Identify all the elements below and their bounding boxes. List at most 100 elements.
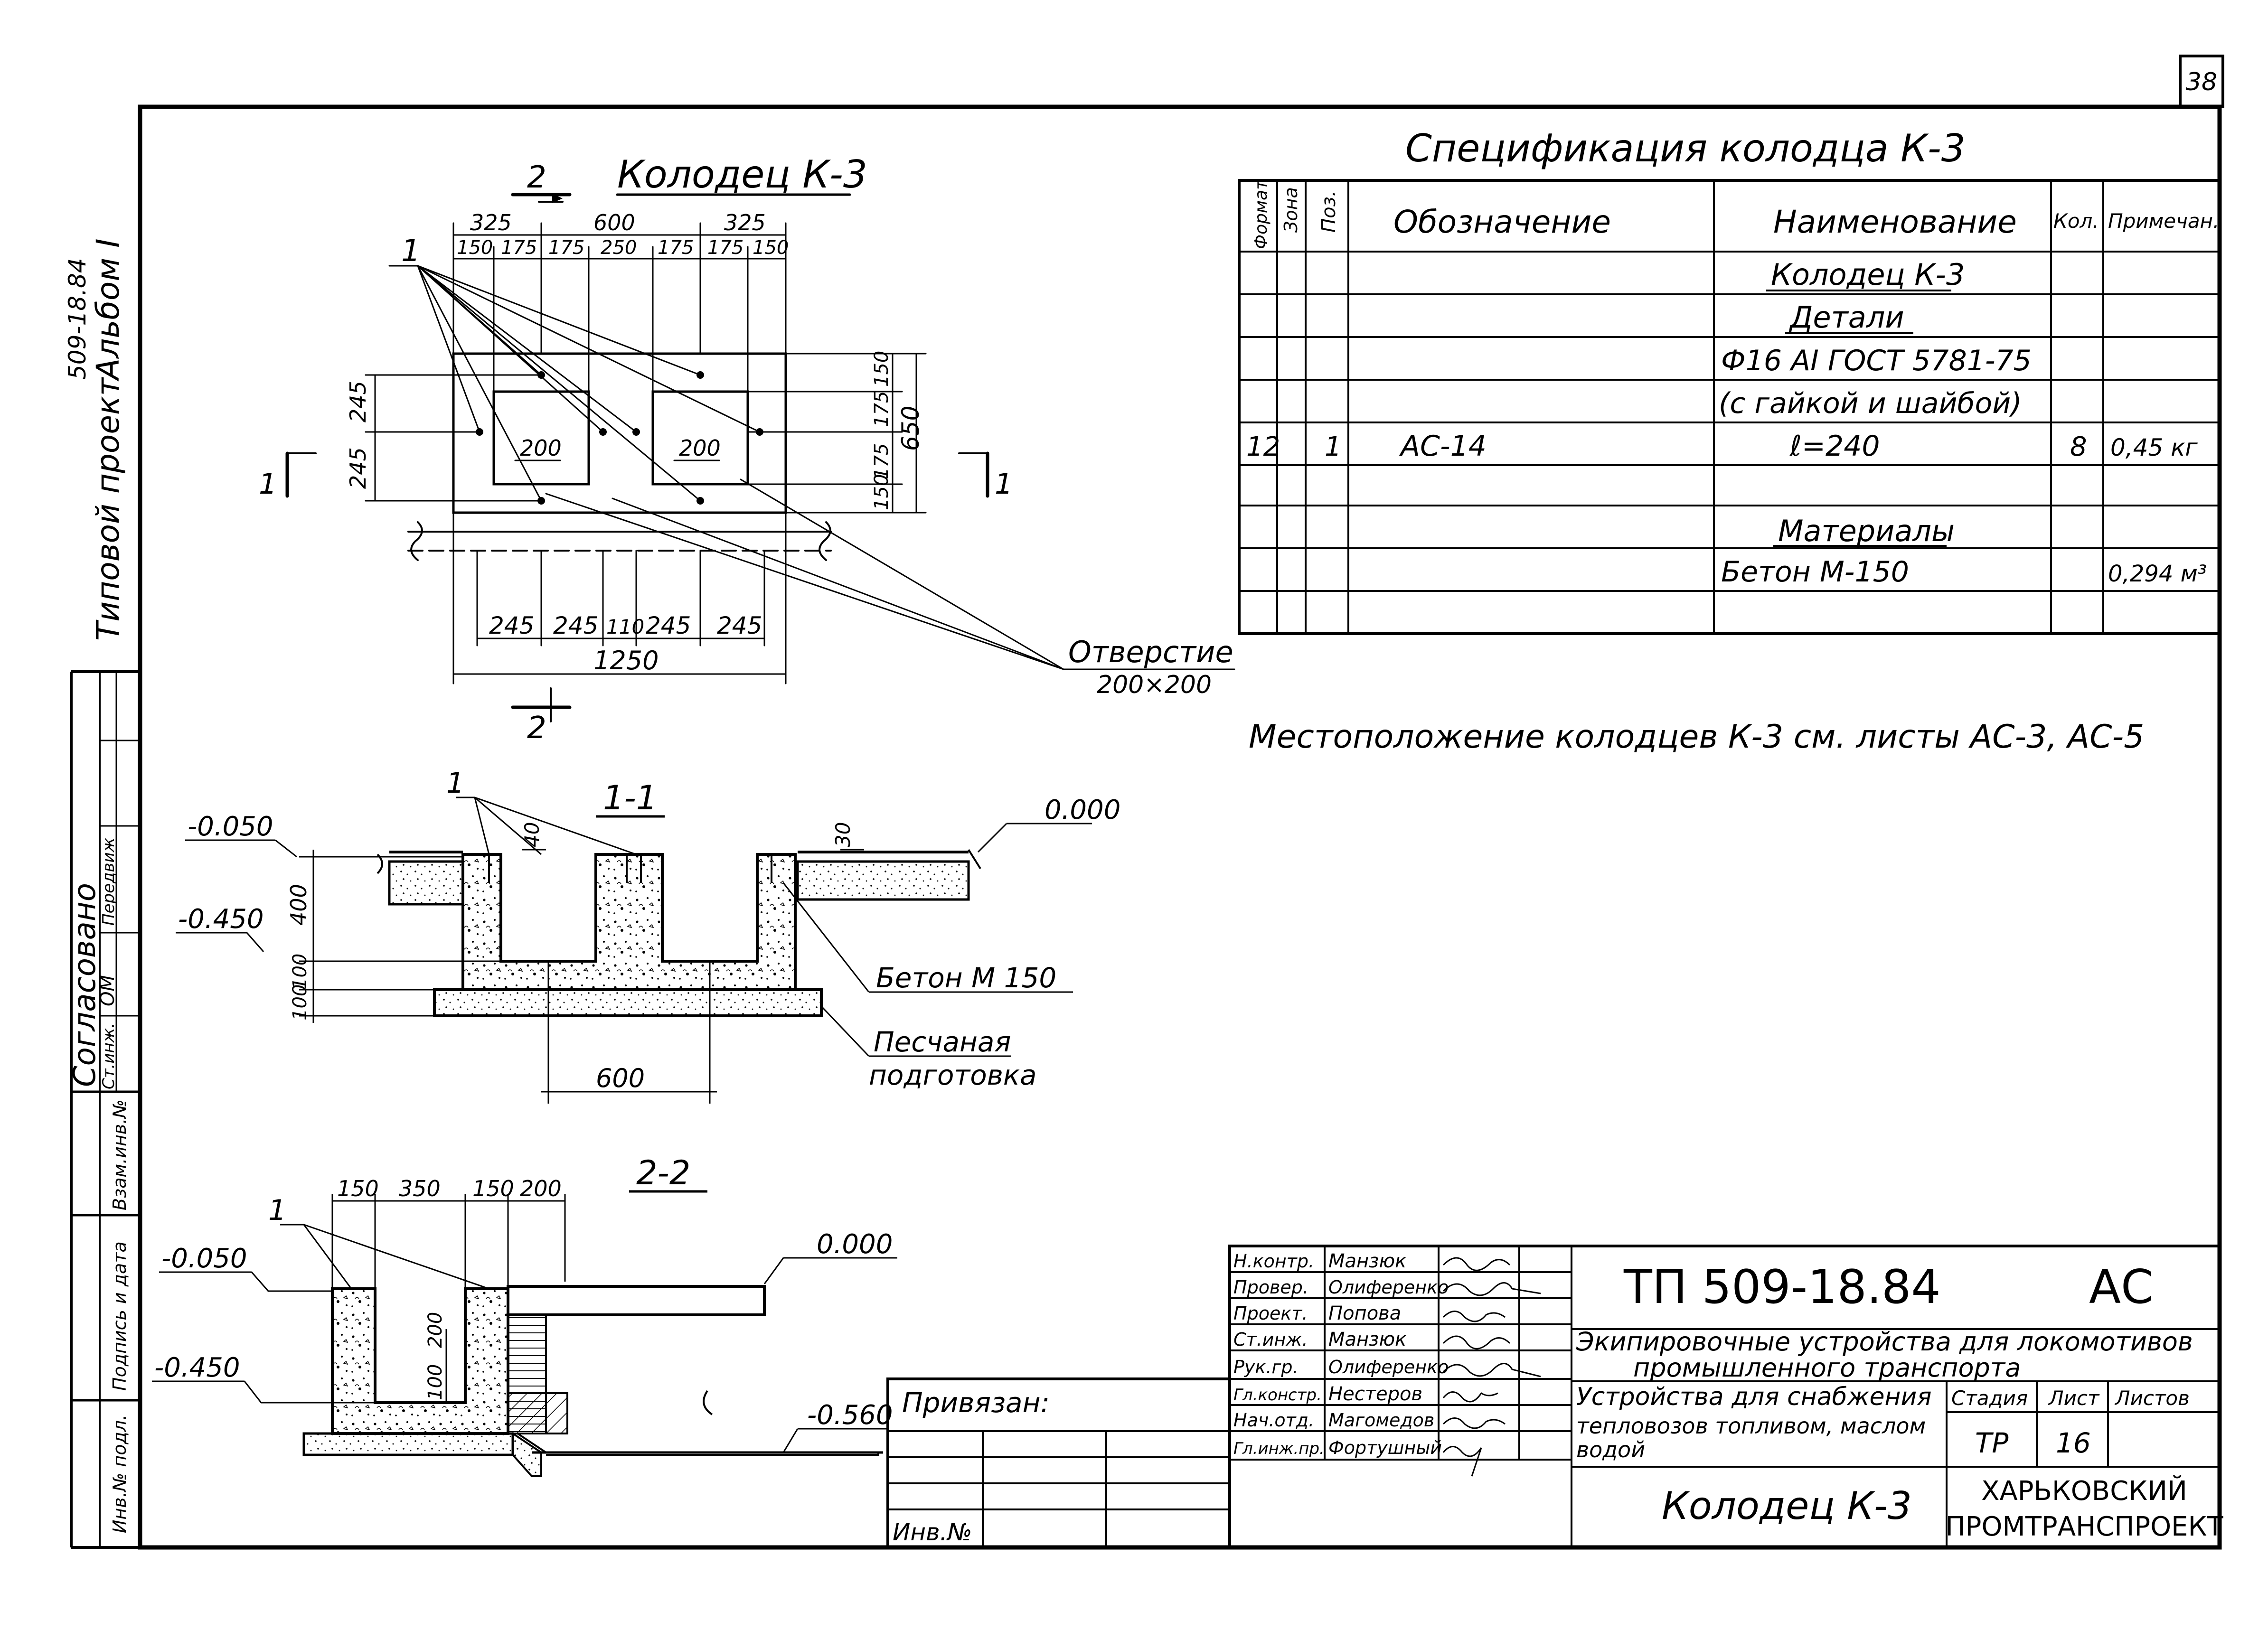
dim-total-width: 1250 — [593, 646, 659, 675]
agree-role-2: ОМ — [97, 975, 119, 1006]
sign-date-label: Подпись и дата — [109, 1241, 130, 1391]
dim-right-3: 175 — [871, 443, 893, 479]
s22-elev-right: -0.560 — [807, 1400, 893, 1431]
spec-title: Спецификация колодца К-3 — [1405, 126, 1966, 170]
role-2: Провер. — [1233, 1277, 1308, 1298]
dim-right-2: 175 — [871, 391, 893, 427]
section-1-1-title: 1-1 — [603, 778, 657, 817]
role-1: Н.контр. — [1233, 1251, 1314, 1272]
dim-bottom-3: 110 — [606, 615, 644, 638]
plan-pos-callout: 1 — [401, 234, 421, 269]
dim-top-325-right: 325 — [724, 210, 766, 235]
dim-top-325-left: 325 — [470, 210, 512, 235]
s11-dim-40: 40 — [520, 822, 544, 847]
spec-row4-name: (с гайкой и шайбой) — [1719, 387, 2022, 420]
name-4: Манзюк — [1328, 1329, 1406, 1350]
spec-row5-qty: 8 — [2070, 431, 2087, 462]
dim-sub-6: 175 — [707, 237, 743, 259]
spec-header-pos: Поз. — [1318, 190, 1340, 233]
sand-label-2: подготовка — [869, 1059, 1037, 1091]
inv-podl-label: Инв.№ подл. — [109, 1415, 130, 1533]
col-sheet: Лист — [2048, 1387, 2100, 1410]
part-name-3: водой — [1576, 1437, 1645, 1462]
spec-header-name: Наименование — [1773, 204, 2017, 240]
title-block: Привязан: Инв.№ Н.контр. Провер. — [886, 1245, 2223, 1549]
dim-bottom-2: 245 — [553, 612, 598, 639]
spec-row5-designation: АС-14 — [1399, 430, 1487, 463]
dim-bottom-1: 245 — [489, 612, 534, 639]
sheet-value: 16 — [2056, 1427, 2091, 1459]
project-label: Типовой проект — [90, 376, 126, 641]
dim-sub-2: 175 — [501, 237, 537, 259]
s22-dim-200-inner: 200 — [424, 1312, 446, 1348]
role-5: Рук.гр. — [1233, 1357, 1299, 1377]
role-7: Нач.отд. — [1233, 1410, 1314, 1431]
spec-row5-note: 0,45 кг — [2110, 434, 2198, 461]
s22-elev-left-1: -0.050 — [161, 1243, 247, 1274]
dim-sub-3: 175 — [548, 237, 584, 259]
sand-label-1: Песчаная — [874, 1026, 1011, 1058]
sheet-number: 38 — [2186, 68, 2217, 96]
opening-size: 200×200 — [1097, 671, 1212, 699]
s11-dim-100b: 100 — [289, 984, 311, 1021]
dim-top-600: 600 — [593, 210, 635, 235]
concrete-label: Бетон М 150 — [876, 962, 1056, 994]
section-2-2: 2-2 1 150 350 150 200 1 — [152, 1153, 897, 1477]
dim-bottom-4: 245 — [646, 612, 691, 639]
spec-row1-name: Колодец К-3 — [1771, 257, 1965, 292]
dim-left-1: 245 — [345, 381, 371, 422]
inv-label: Инв.№ — [893, 1518, 972, 1546]
name-6: Нестеров — [1328, 1383, 1422, 1405]
spec-row5-pos: 1 — [1325, 431, 1342, 462]
section-2-2-title: 2-2 — [636, 1153, 690, 1192]
s22-dim-350: 350 — [399, 1176, 441, 1201]
s22-elev-left-2: -0.450 — [154, 1352, 240, 1383]
s11-elev-left-1: -0.050 — [188, 811, 273, 842]
name-8: Фортушный — [1328, 1437, 1442, 1458]
spec-row3-name: Ф16 АI ГОСТ 5781-75 — [1721, 344, 2032, 377]
dim-sub-5: 175 — [658, 237, 694, 259]
agree-role-3: Передвиж — [99, 837, 118, 926]
col-sheets: Листов — [2114, 1387, 2190, 1410]
part-name-1: Устройства для снабжения — [1576, 1383, 1932, 1411]
left-strip: Типовой проект 509-18.84 Альбом I Соглас… — [64, 238, 130, 1533]
s11-dim-30: 30 — [831, 822, 855, 847]
project-number: 509-18.84 — [64, 258, 91, 380]
role-3: Проект. — [1233, 1303, 1308, 1324]
col-stage: Стадия — [1951, 1387, 2028, 1410]
s22-dim-200: 200 — [520, 1176, 562, 1201]
plan-section1-mark-left: 1 — [259, 468, 277, 501]
spec-header-qty: Кол. — [2053, 209, 2099, 233]
plan-section-mark-top: 2 — [527, 160, 546, 195]
project-name-1: Экипировочные устройства для локомотивов — [1576, 1327, 2193, 1357]
role-8: Гл.инж.пр. — [1233, 1439, 1325, 1458]
opening-label: Отверстие — [1068, 635, 1233, 669]
location-note: Местоположение колодцев К-3 см. листы АС… — [1249, 718, 2144, 756]
plan-title: Колодец К-3 — [617, 152, 867, 197]
spec-header-note: Примечан. — [2108, 209, 2219, 233]
plan-section-mark-bottom: 2 — [527, 711, 546, 746]
project-name-2: промышленного транспорта — [1633, 1353, 2021, 1383]
s22-dim-150b: 150 — [472, 1176, 514, 1201]
drawing-title: Колодец К-3 — [1662, 1484, 1912, 1528]
doc-code: ТП 509-18.84 — [1623, 1260, 1941, 1314]
dim-sub-4: 250 — [601, 237, 637, 259]
name-3: Попова — [1328, 1302, 1401, 1324]
name-1: Манзюк — [1328, 1250, 1406, 1272]
inv-orig-label: Взам.инв.№ — [109, 1099, 130, 1210]
section-1-1-pos: 1 — [446, 767, 464, 800]
plan-section1-mark-right: 1 — [995, 468, 1013, 501]
dim-sub-1: 150 — [457, 237, 493, 259]
hole-size-b: 200 — [679, 435, 721, 461]
spec-row8-name: Бетон М-150 — [1721, 555, 1909, 589]
part-name-2: тепловозов топливом, маслом — [1576, 1413, 1926, 1439]
album-label: Альбом I — [90, 238, 126, 382]
role-4: Ст.инж. — [1233, 1329, 1308, 1350]
org-name-2: ПРОМТРАНСПРОЕКТ — [1945, 1511, 2223, 1542]
specification-table: Спецификация колодца К-3 Формат Зона Поз… — [1238, 126, 2221, 635]
section-2-2-pos: 1 — [268, 1194, 286, 1227]
s22-elev-top: 0.000 — [817, 1229, 893, 1260]
spec-row7-name: Материалы — [1778, 514, 1955, 548]
spec-row2-name: Детали — [1788, 300, 1904, 335]
doc-mark: АС — [2089, 1260, 2153, 1314]
